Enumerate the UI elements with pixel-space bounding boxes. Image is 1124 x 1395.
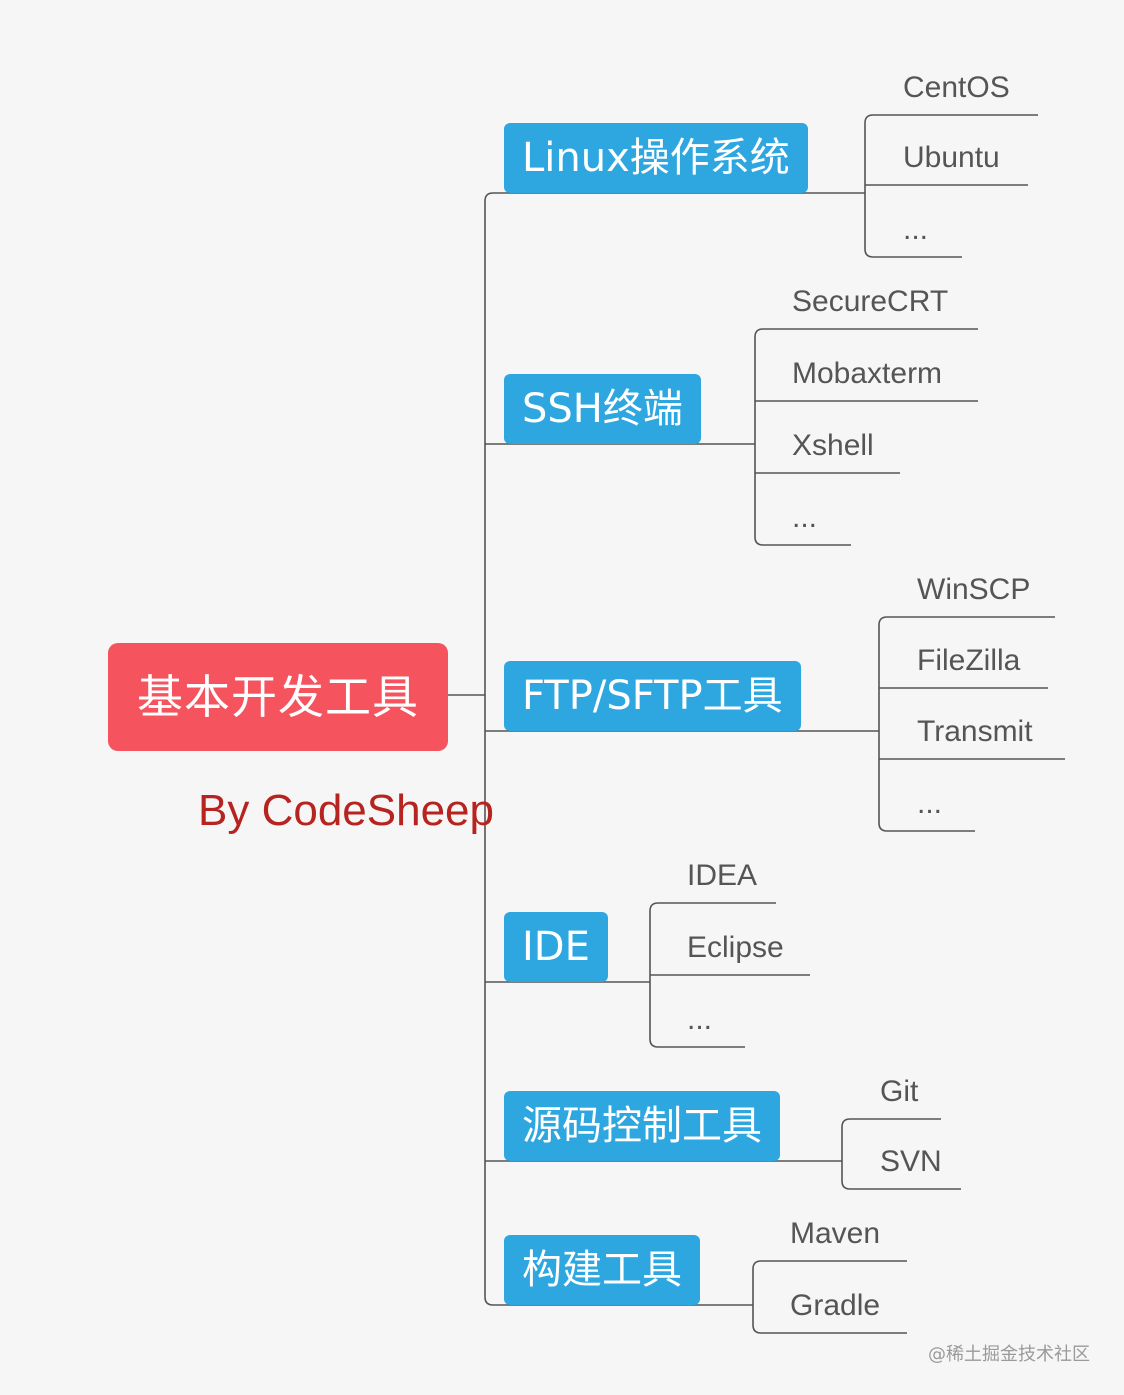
- branch-connector: [484, 192, 808, 202]
- leaf-item[interactable]: Mobaxterm: [792, 357, 943, 390]
- leaf-item[interactable]: Gradle: [790, 1289, 881, 1322]
- signature-text: By CodeSheep: [198, 786, 494, 835]
- leaf-underline: [841, 1180, 961, 1190]
- leaf-underline: [754, 328, 978, 338]
- leaf-item[interactable]: Git: [880, 1075, 919, 1108]
- branch-node-ide[interactable]: IDE: [504, 912, 608, 982]
- leaf-underline: [649, 902, 776, 912]
- leaf-item[interactable]: ...: [903, 213, 929, 246]
- branch-node-ftp[interactable]: FTP/SFTP工具: [504, 661, 801, 731]
- leaf-item[interactable]: SVN: [880, 1145, 942, 1178]
- leaf-item[interactable]: Eclipse: [687, 931, 784, 964]
- leaf-item[interactable]: IDEA: [687, 859, 758, 892]
- leaf-item[interactable]: Transmit: [917, 715, 1033, 748]
- branch-node-vcs[interactable]: 源码控制工具: [504, 1091, 780, 1161]
- leaf-underline: [878, 616, 1055, 626]
- leaf-item[interactable]: WinSCP: [917, 573, 1031, 606]
- leaf-item[interactable]: Xshell: [792, 429, 874, 462]
- branch-node-build[interactable]: 构建工具: [504, 1235, 700, 1305]
- leaf-item[interactable]: FileZilla: [917, 644, 1021, 677]
- leaf-item[interactable]: ...: [687, 1003, 713, 1036]
- leaf-underline: [752, 1260, 907, 1270]
- leaf-item[interactable]: SecureCRT: [792, 285, 949, 318]
- watermark-text: @稀土掘金技术社区: [928, 1344, 1090, 1365]
- branch-node-linux[interactable]: Linux操作系统: [504, 123, 808, 193]
- leaf-item[interactable]: CentOS: [903, 71, 1010, 104]
- leaf-item[interactable]: Ubuntu: [903, 141, 1000, 174]
- root-node[interactable]: 基本开发工具: [108, 643, 448, 751]
- leaf-underline: [864, 248, 962, 258]
- branch-node-ssh[interactable]: SSH终端: [504, 374, 701, 444]
- leaf-underline: [864, 114, 1038, 124]
- leaf-item[interactable]: ...: [792, 501, 818, 534]
- leaf-underline: [752, 1324, 907, 1334]
- leaf-item[interactable]: ...: [917, 787, 943, 820]
- leaf-underline: [878, 822, 975, 832]
- leaf-underline: [649, 1038, 745, 1048]
- leaf-item[interactable]: Maven: [790, 1217, 881, 1250]
- branch-connector: [484, 1296, 700, 1306]
- leaf-underline: [841, 1118, 941, 1128]
- leaf-underline: [754, 536, 851, 546]
